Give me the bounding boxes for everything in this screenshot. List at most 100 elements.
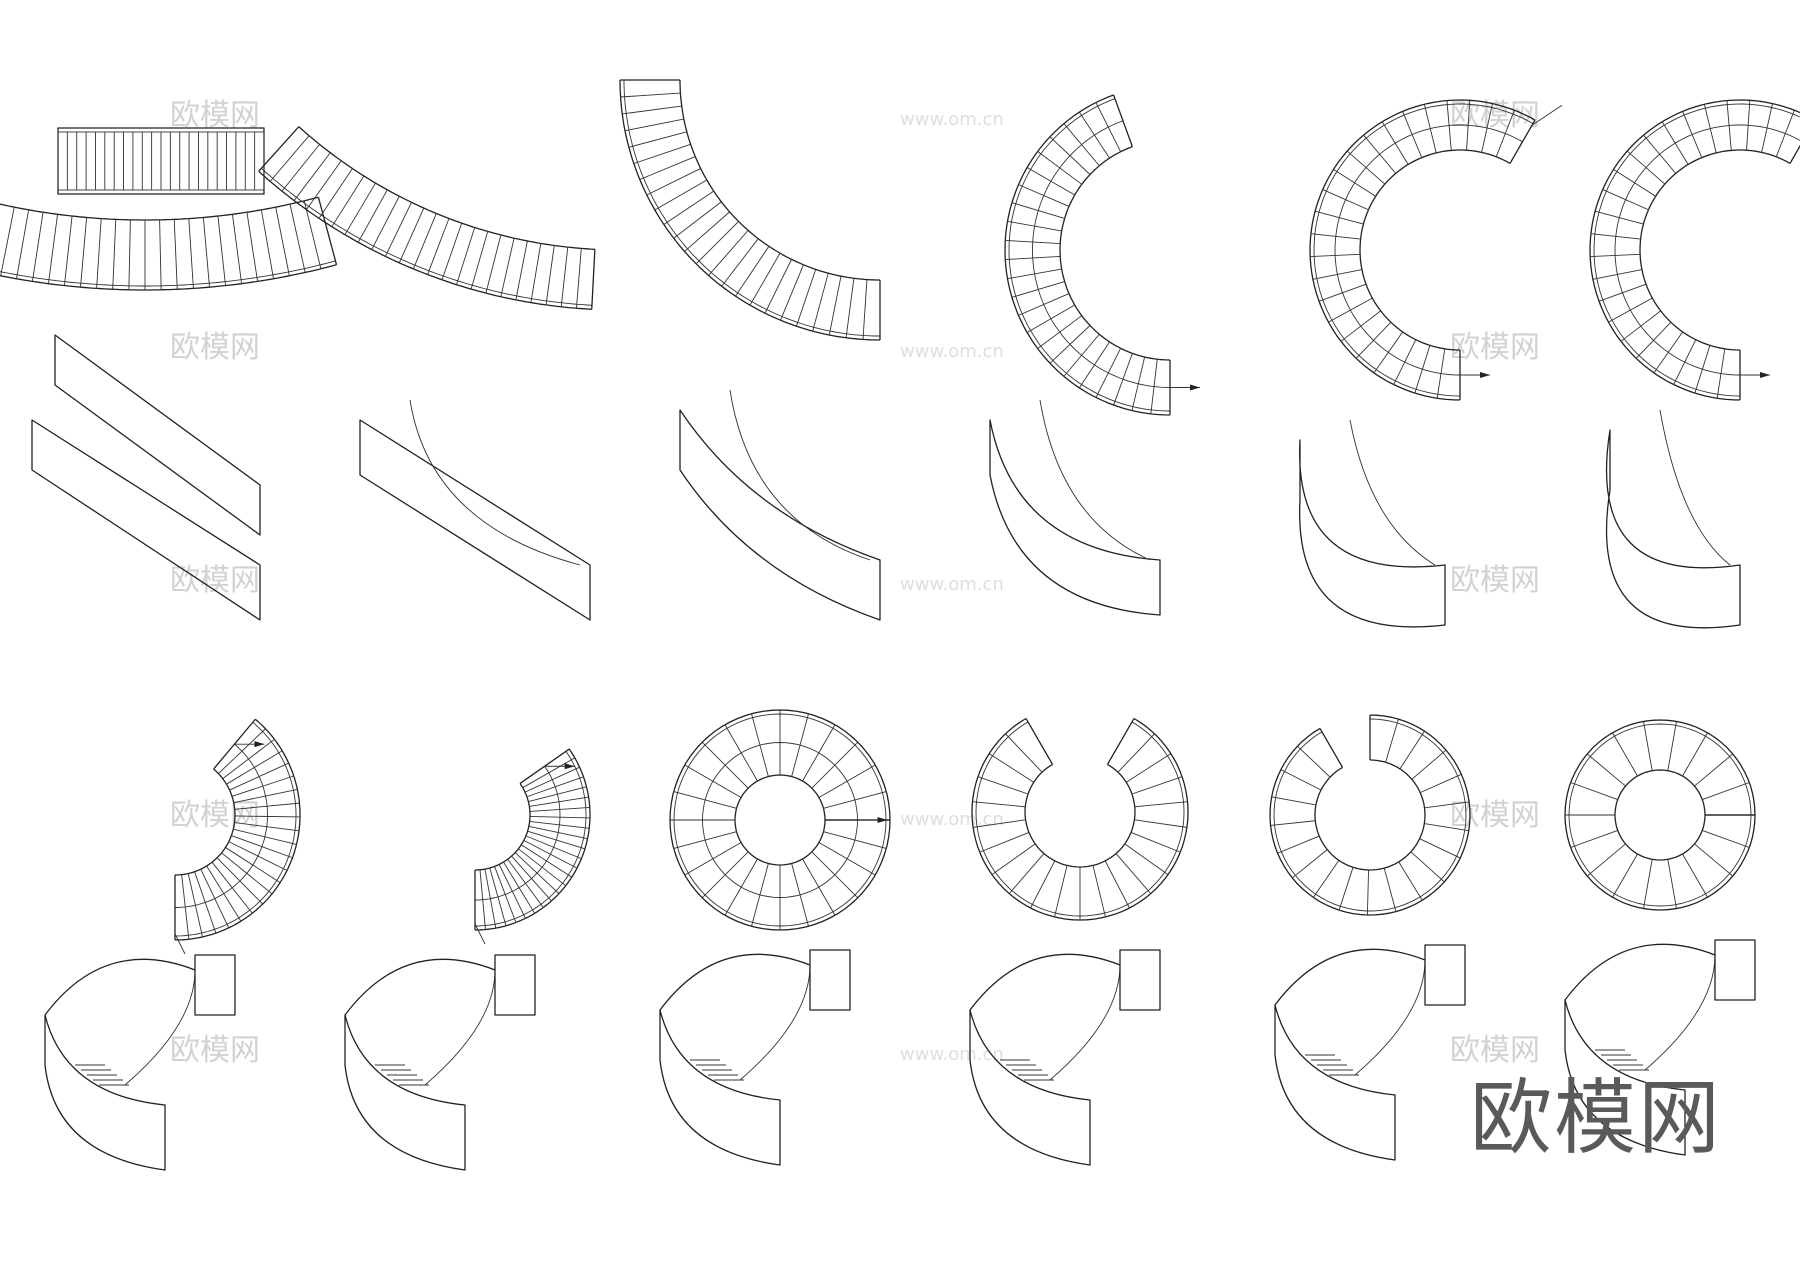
tread-line	[735, 246, 770, 297]
spiral-near-full	[1269, 714, 1471, 916]
tread-line	[1363, 134, 1397, 174]
tread-line	[701, 741, 749, 789]
tread-line	[1399, 730, 1425, 770]
upper-stringer	[54, 334, 261, 536]
tread-line	[1106, 718, 1135, 765]
curved-stringer	[359, 419, 591, 621]
tread-line	[749, 252, 781, 306]
up-line	[174, 933, 186, 955]
direction-arrow-head	[1760, 372, 1770, 378]
inner-stringer	[1659, 409, 1731, 566]
spiral-two-thirds	[174, 718, 301, 955]
tread-line	[1643, 134, 1677, 174]
tread-line	[258, 126, 300, 172]
tread-line	[529, 815, 590, 819]
tread-line	[1007, 268, 1062, 280]
tread-line	[1775, 110, 1795, 157]
tread-line	[484, 869, 497, 929]
tread-line	[226, 750, 283, 785]
tread-line	[233, 788, 298, 804]
tread-line	[684, 842, 742, 876]
direction-arrow-head	[877, 817, 888, 823]
tread-line	[1410, 851, 1445, 883]
tread-line	[498, 864, 526, 919]
tread-line	[528, 825, 588, 840]
outer-stringer	[1004, 94, 1171, 416]
tread-line	[1694, 753, 1734, 787]
tread-line	[1661, 121, 1689, 165]
tread-line	[795, 269, 817, 327]
outer-stringer	[174, 718, 301, 941]
tread-line	[1018, 293, 1070, 316]
tread-line	[1134, 801, 1188, 808]
tread-line	[1333, 169, 1376, 197]
tread-line	[1346, 150, 1386, 185]
inner-stringer	[298, 126, 595, 250]
tread-line	[1328, 297, 1373, 323]
tread-line	[811, 741, 859, 789]
inner-stringer	[475, 783, 531, 871]
tread-line	[507, 858, 544, 908]
tread-line	[494, 866, 517, 923]
tread-line	[1270, 820, 1316, 826]
tread-line	[1643, 721, 1653, 771]
inner-stringer	[734, 774, 826, 866]
tread-line	[1131, 776, 1183, 795]
outer-shell	[969, 1009, 1091, 1166]
tread-line	[1310, 233, 1361, 240]
watermark-url: www.om.cn	[900, 574, 1004, 595]
spiral-four-fifths	[669, 709, 891, 931]
tread-line	[545, 245, 555, 305]
tread-line	[1297, 745, 1331, 778]
tread-line	[231, 835, 293, 859]
tread-line	[1586, 753, 1626, 787]
tread-line	[1092, 865, 1106, 918]
tread-line	[1115, 853, 1152, 894]
tread-line	[128, 219, 131, 290]
watermark-text: 欧模网	[170, 563, 260, 598]
rising-handrail	[969, 953, 1121, 1011]
tread-line	[724, 724, 758, 782]
tread-line	[1411, 749, 1447, 780]
tread-line	[1682, 732, 1708, 777]
tread-line	[441, 223, 463, 280]
tread-line	[303, 200, 322, 269]
tread-line	[684, 211, 730, 252]
outer-shell	[1274, 1004, 1396, 1161]
inner-stringer	[1639, 149, 1791, 351]
direction-arrow-head	[1480, 372, 1490, 378]
tread-line	[500, 238, 515, 297]
tread-line	[1393, 339, 1417, 385]
tread-line	[1322, 189, 1369, 211]
tread-line	[1424, 801, 1470, 809]
tread-line	[1570, 829, 1618, 848]
tread-line	[47, 214, 58, 284]
tread-line	[31, 212, 44, 282]
tread-line	[1310, 253, 1361, 257]
tread-line	[1594, 210, 1644, 225]
tread-line	[529, 820, 590, 829]
tread-line	[306, 160, 342, 210]
tread-line	[1423, 104, 1437, 153]
tread-line	[1373, 331, 1404, 374]
tread-line	[1271, 796, 1317, 806]
tread-line	[234, 822, 300, 832]
tread-line	[1150, 359, 1158, 414]
tread-line	[216, 857, 264, 905]
tread-line	[526, 776, 584, 798]
tread-line	[1340, 310, 1381, 342]
tread-line	[1008, 853, 1045, 894]
outer-stringer	[1589, 99, 1800, 401]
tread-line	[1419, 838, 1461, 859]
tread-line	[1385, 718, 1399, 763]
tread-line	[764, 259, 792, 314]
tread-line	[1134, 819, 1187, 828]
watermark-url: www.om.cn	[900, 341, 1004, 362]
tread-line	[622, 105, 682, 115]
tread-line	[1420, 773, 1462, 794]
watermark-text: 欧模网	[170, 1033, 260, 1068]
tread-line	[673, 201, 722, 239]
watermark-text: 欧模网	[1450, 563, 1540, 598]
straight-flight-elevation	[31, 334, 261, 621]
